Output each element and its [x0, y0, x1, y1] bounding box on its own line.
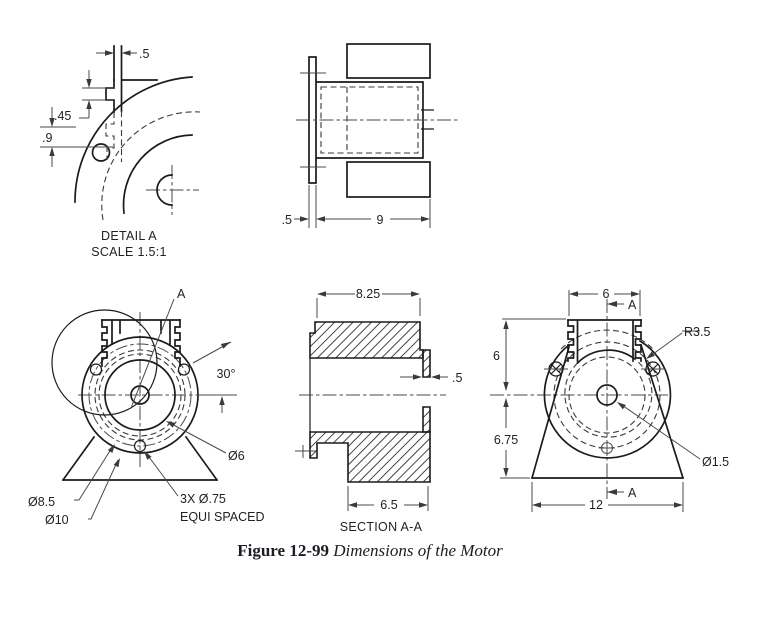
dim-label-overall: 8.25 — [356, 287, 380, 301]
section-view-title: SECTION A-A — [340, 520, 423, 534]
dim-label-holes-count: 3X Ø.75 — [180, 492, 226, 506]
rear-dim-top-lines — [568, 290, 641, 316]
dim-label-fin-pitch: .45 — [54, 109, 71, 123]
front-outer-dia-leader — [88, 459, 119, 520]
detail-view-scale: SCALE 1.5:1 — [91, 245, 167, 259]
rear-fin-block — [567, 319, 642, 362]
label-detail-marker: A — [177, 287, 186, 301]
dim-label-flange-thickness: .5 — [282, 213, 292, 227]
dim-label-top-width: 6 — [603, 287, 610, 301]
figure-caption: Figure 12-99 Dimensions of the Motor — [0, 541, 740, 561]
dim-label-body-length: 9 — [377, 213, 384, 227]
view-detail-a: .5 .45 .9 DETAIL A SCALE 1.5:1 — [40, 45, 201, 259]
dim-label-bolt-circle: Ø8.5 — [28, 495, 55, 509]
figure-label: Figure 12-99 — [237, 541, 329, 560]
label-section-marker-top: A — [628, 298, 637, 312]
front-fin-block — [101, 319, 181, 345]
detail-shaft-arc — [156, 174, 173, 206]
rear-bottom-hole-centermark — [599, 440, 615, 456]
side-face-hole-marks — [421, 109, 434, 130]
dim-label-fin-width: .5 — [139, 47, 149, 61]
detail-bore-arc — [122, 134, 193, 214]
rear-fin-tip-arc-hidden — [560, 329, 654, 350]
section-dim-overall-lines — [316, 293, 421, 318]
detail-dim-fin-pitch-lines — [79, 70, 115, 119]
detail-mount-hole — [91, 143, 111, 162]
dim-label-outer-dia: Ø10 — [45, 513, 69, 527]
rear-bolt-circle-hidden — [553, 341, 661, 449]
front-bolt-circle-leader — [74, 445, 114, 501]
front-mount-hole-right — [177, 363, 191, 376]
figure-title: Dimensions of the Motor — [333, 541, 503, 560]
rear-shaft-hole — [596, 384, 618, 406]
rear-centerlines — [490, 299, 668, 499]
dim-label-upper-height: 6 — [493, 349, 500, 363]
section-top-slab — [309, 321, 424, 359]
detail-fin-teeth-hidden — [105, 111, 123, 162]
dim-label-hole-offset: .9 — [42, 131, 52, 145]
dim-label-fin-radius: R3.5 — [684, 325, 710, 339]
front-mount-hole-left — [89, 363, 103, 376]
label-section-marker-bottom: A — [628, 486, 637, 500]
side-bottom-block — [346, 161, 431, 198]
front-bore-leader — [167, 421, 227, 454]
detail-dim-hole-offset-lines — [40, 107, 113, 167]
view-side: .5 9 — [282, 43, 458, 228]
rear-dim-base-lines — [531, 482, 684, 512]
front-mount-hole-bottom — [133, 439, 147, 453]
detail-outer-arc — [74, 76, 193, 203]
rear-fin-teeth-right — [634, 319, 642, 362]
view-rear: 6 A A R3.5 6 6.75 Ø1.5 12 — [490, 287, 729, 512]
section-bottom-block — [309, 431, 431, 483]
dim-label-shaft-hole: Ø1.5 — [702, 455, 729, 469]
rear-fin-teeth-left — [567, 319, 575, 362]
dim-label-bore: Ø6 — [228, 449, 245, 463]
dim-label-base: 6.5 — [380, 498, 397, 512]
detail-bolt-arc-hidden — [101, 111, 201, 221]
front-holes-leader — [145, 452, 179, 497]
front-detail-boundary-circle — [51, 309, 158, 416]
dim-label-base-width: 12 — [589, 498, 603, 512]
rear-dim-left-lines — [500, 318, 566, 479]
section-right-wall-upper — [422, 349, 431, 378]
dim-label-lower-height: 6.75 — [494, 433, 518, 447]
detail-view-title: DETAIL A — [101, 229, 157, 243]
rear-bore-circle-hidden — [568, 356, 646, 434]
front-fin-teeth-right — [174, 319, 181, 367]
front-fin-teeth-left — [101, 319, 108, 367]
detail-fin-edges — [113, 45, 158, 112]
rear-shaft-hole-leader — [618, 402, 701, 460]
rear-fin-radius-leader — [648, 330, 700, 358]
rear-base — [530, 343, 685, 480]
detail-fin-teeth — [105, 79, 115, 113]
dim-label-angle: 30° — [217, 367, 236, 381]
dim-label-holes-note: EQUI SPACED — [180, 510, 265, 524]
side-extension-lines — [308, 185, 431, 228]
front-detail-leader — [130, 298, 175, 409]
front-bore-circle — [104, 359, 176, 431]
section-foot-centermark — [295, 445, 316, 458]
rear-fin-root-arc — [576, 349, 636, 365]
front-base — [61, 435, 219, 482]
front-bolt-circle — [88, 343, 192, 447]
dim-label-wall: .5 — [452, 371, 462, 385]
rear-fin-root-circle-hidden — [564, 358, 653, 438]
view-section: 8.25 .5 6.5 SECTION A-A — [295, 287, 462, 534]
rear-body-circle — [543, 339, 672, 459]
section-dim-base-lines — [347, 486, 429, 511]
front-fin-root-circle-hidden — [98, 353, 182, 437]
detail-shaft-centerlines — [146, 165, 199, 215]
side-flange-hole-marks — [300, 72, 326, 168]
view-front: A 30° Ø6 Ø8.5 Ø10 3X Ø.75 EQUI SPACED — [28, 287, 265, 527]
side-top-block — [346, 43, 431, 79]
section-right-wall-lower — [422, 406, 431, 433]
